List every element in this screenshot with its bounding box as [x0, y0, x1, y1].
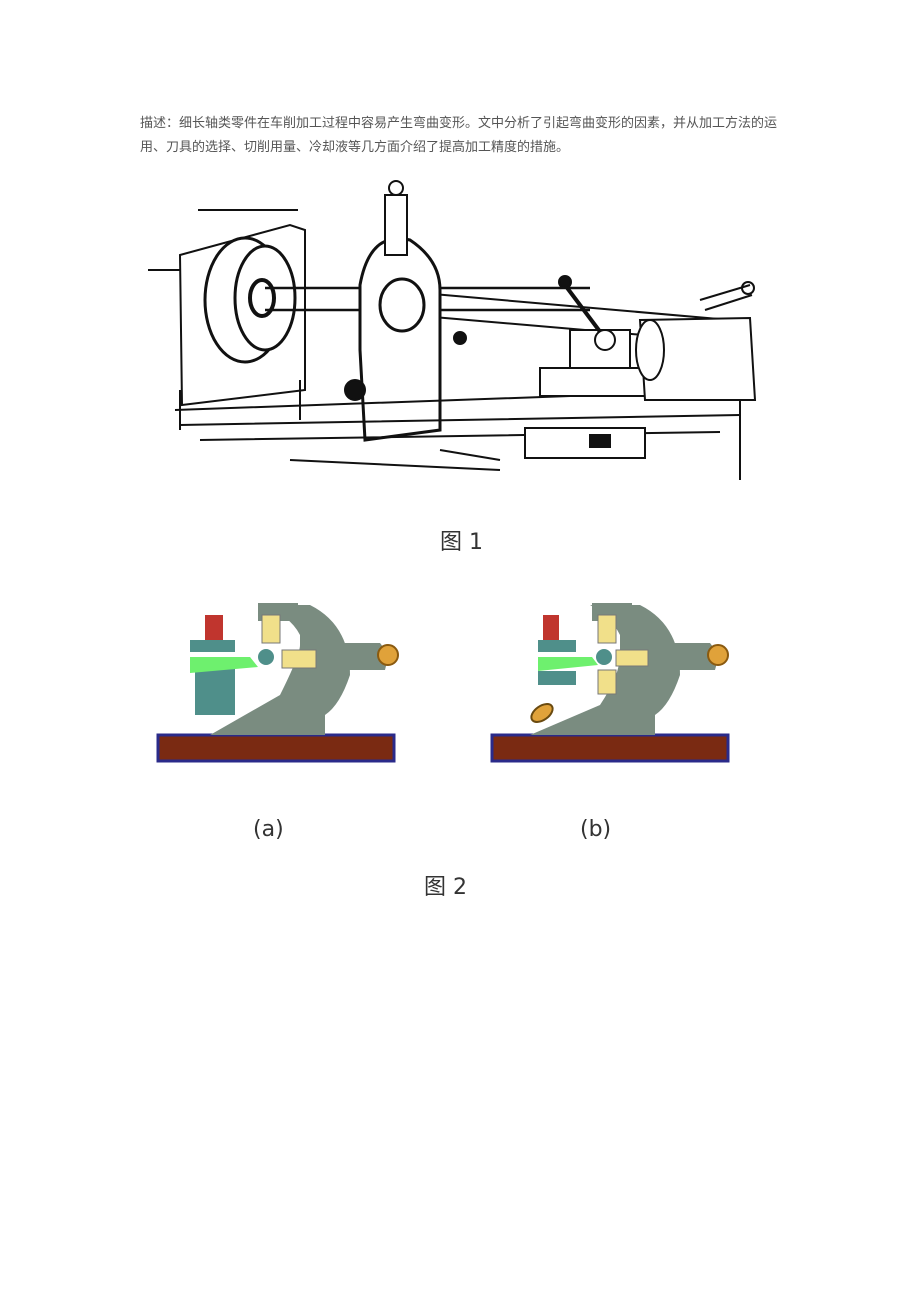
figure-2a-diagram: [156, 603, 399, 763]
figure-2b-diagram: [490, 603, 730, 763]
description-paragraph: 描述：细长轴类零件在车削加工过程中容易产生弯曲变形。文中分析了引起弯曲变形的因素…: [140, 116, 778, 155]
figure-2b-label: (b): [580, 817, 612, 842]
figure-1-caption: 图 1: [440, 530, 483, 555]
figure-1-lathe-drawing: [148, 180, 757, 480]
figure-2a-label: (a): [253, 817, 284, 842]
figure-2-caption: 图 2: [424, 875, 467, 900]
